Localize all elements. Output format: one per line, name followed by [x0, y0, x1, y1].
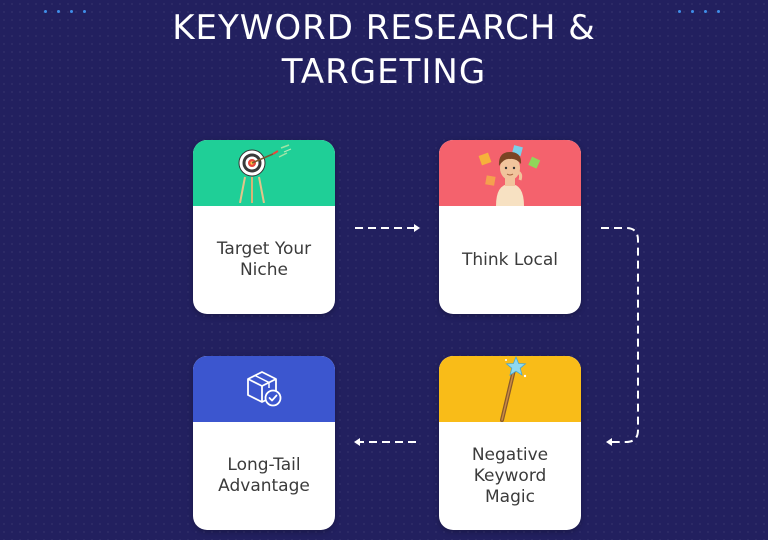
title-line-2: TARGETING [281, 52, 487, 92]
card-negative-keyword-magic: Negative Keyword Magic [439, 356, 581, 530]
archery-target-icon [238, 144, 292, 203]
card-label-negative-keyword-magic: Negative Keyword Magic [471, 444, 549, 507]
arrow-card4-to-card3 [354, 438, 416, 446]
box-with-checkmark-icon [247, 371, 282, 407]
card-target-your-niche: Target Your Niche [193, 140, 335, 314]
card-header-think-local [439, 140, 581, 206]
card-label-long-tail-advantage: Long-Tail Advantage [218, 455, 310, 496]
decorative-dots-right [678, 10, 720, 13]
card-label-think-local: Think Local [462, 249, 558, 270]
page-title: KEYWORD RESEARCH & TARGETING [0, 6, 768, 94]
card-label-target-your-niche: Target Your Niche [216, 239, 312, 280]
magic-wand-icon [500, 356, 527, 422]
card-header-target-your-niche [193, 140, 335, 206]
card-header-long-tail-advantage [193, 356, 335, 422]
card-long-tail-advantage: Long-Tail Advantage [193, 356, 335, 530]
title-line-1: KEYWORD RESEARCH & [172, 8, 596, 48]
arrow-card2-to-card4 [601, 227, 639, 446]
card-think-local: Think Local [439, 140, 581, 314]
decorative-dots-left [44, 10, 86, 13]
person-with-puzzle-pieces-icon [478, 145, 541, 206]
card-header-negative-keyword-magic [439, 356, 581, 422]
arrow-card1-to-card2 [355, 224, 420, 232]
